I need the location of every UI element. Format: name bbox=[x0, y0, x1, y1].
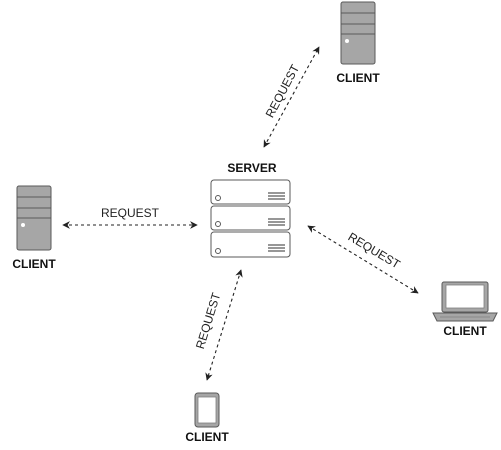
edge-server-right: REQUEST bbox=[307, 225, 419, 294]
edge-server-bottom: REQUEST bbox=[193, 269, 243, 381]
smartphone-icon bbox=[194, 392, 220, 428]
edge-label-top: REQUEST bbox=[263, 62, 303, 120]
tower-pc-icon bbox=[16, 185, 52, 251]
client-node-right: CLIENT bbox=[432, 281, 498, 338]
client-node-left: CLIENT bbox=[12, 185, 56, 271]
client-label-bottom: CLIENT bbox=[185, 430, 229, 444]
edge-label-right: REQUEST bbox=[346, 230, 404, 272]
tower-pc-icon bbox=[340, 1, 376, 65]
server-label: SERVER bbox=[227, 161, 276, 175]
edge-server-top: REQUEST bbox=[263, 46, 320, 148]
edge-server-left: REQUEST bbox=[62, 206, 198, 229]
client-label-left: CLIENT bbox=[12, 257, 56, 271]
client-label-top: CLIENT bbox=[336, 71, 380, 85]
server-icon bbox=[210, 179, 291, 258]
laptop-icon bbox=[432, 281, 498, 322]
client-node-bottom: CLIENT bbox=[185, 392, 229, 444]
server-node: SERVER bbox=[210, 161, 291, 258]
client-node-top: CLIENT bbox=[336, 1, 380, 85]
client-label-right: CLIENT bbox=[443, 324, 487, 338]
edge-label-left: REQUEST bbox=[101, 206, 160, 220]
edge-line bbox=[205, 269, 243, 381]
edge-line bbox=[263, 46, 320, 148]
